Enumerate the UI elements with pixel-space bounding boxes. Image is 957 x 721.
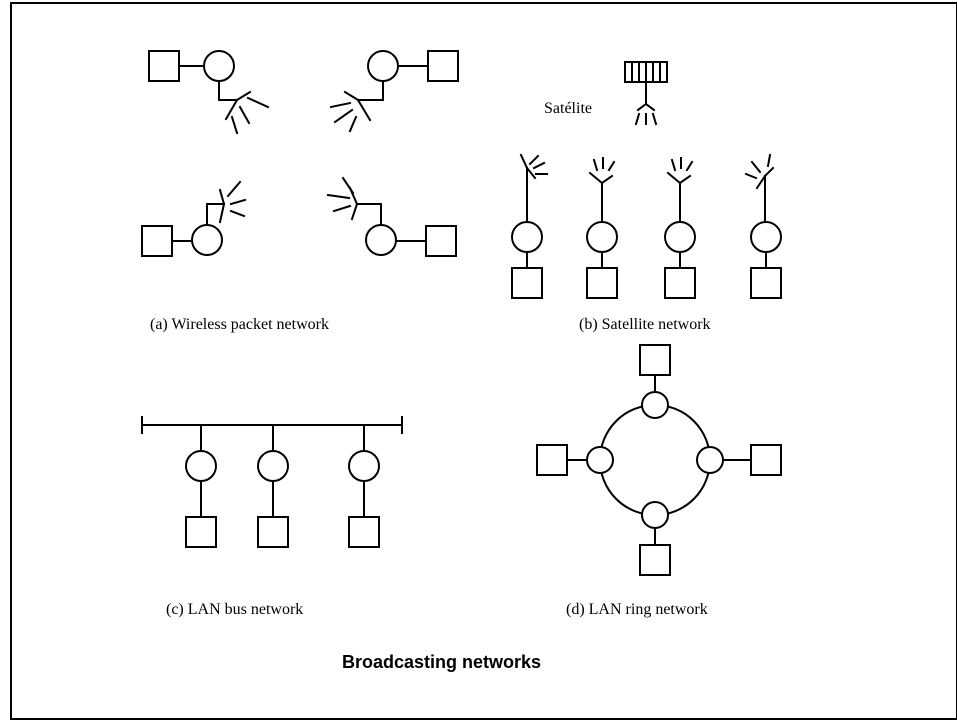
host-square bbox=[257, 516, 289, 548]
satellite-icon bbox=[624, 61, 668, 126]
satellite-label: Satélite bbox=[544, 100, 592, 117]
lan-ring bbox=[536, 344, 782, 576]
caption-wireless-packet-network: (a) Wireless packet network bbox=[150, 316, 329, 333]
node-circle bbox=[511, 221, 543, 253]
ground-station-4 bbox=[744, 153, 782, 299]
ring bbox=[599, 404, 711, 516]
node-circle bbox=[586, 221, 618, 253]
antenna-icon bbox=[350, 202, 359, 221]
ground-station-3 bbox=[664, 157, 696, 299]
host-square bbox=[639, 544, 671, 576]
wireless-station-top-right bbox=[329, 50, 459, 133]
antenna-icon bbox=[218, 202, 226, 224]
dish-antenna-icon bbox=[588, 171, 604, 185]
node-circle bbox=[664, 221, 696, 253]
host-square bbox=[427, 50, 459, 82]
dish-antenna-icon bbox=[666, 171, 682, 185]
node-circle bbox=[191, 224, 223, 256]
node-circle bbox=[348, 450, 380, 482]
antenna-icon bbox=[356, 98, 372, 122]
node-circle bbox=[203, 50, 235, 82]
node-circle bbox=[641, 501, 669, 529]
host-square bbox=[425, 225, 457, 257]
wireless-station-bottom-left bbox=[141, 180, 247, 257]
node-circle bbox=[257, 450, 289, 482]
node-circle bbox=[696, 446, 724, 474]
caption-lan-ring-network: (d) LAN ring network bbox=[566, 601, 708, 618]
antenna-icon bbox=[224, 98, 239, 121]
caption-satellite-network: (b) Satellite network bbox=[579, 316, 711, 333]
node-circle bbox=[185, 450, 217, 482]
host-square bbox=[639, 344, 671, 376]
node-circle bbox=[641, 391, 669, 419]
node-circle bbox=[365, 224, 397, 256]
wireless-station-top-left bbox=[148, 50, 270, 135]
host-square bbox=[750, 267, 782, 299]
wireless-station-bottom-right bbox=[326, 176, 457, 257]
host-square bbox=[141, 225, 173, 257]
host-square bbox=[664, 267, 696, 299]
host-square bbox=[348, 516, 380, 548]
node-circle bbox=[586, 446, 614, 474]
node-circle bbox=[750, 221, 782, 253]
host-square bbox=[536, 444, 568, 476]
caption-lan-bus-network: (c) LAN bus network bbox=[166, 601, 304, 618]
figure-title: Broadcasting networks bbox=[342, 652, 542, 672]
host-square bbox=[511, 267, 543, 299]
host-square bbox=[750, 444, 782, 476]
host-square bbox=[185, 516, 217, 548]
node-circle bbox=[367, 50, 399, 82]
figure-frame bbox=[10, 2, 957, 720]
dish-antenna-icon bbox=[519, 153, 529, 170]
lan-bus bbox=[141, 416, 403, 548]
ground-station-2 bbox=[586, 157, 618, 299]
ground-station-1 bbox=[511, 153, 548, 299]
host-square bbox=[586, 267, 618, 299]
host-square bbox=[148, 50, 180, 82]
dish-antenna-icon bbox=[763, 166, 775, 178]
